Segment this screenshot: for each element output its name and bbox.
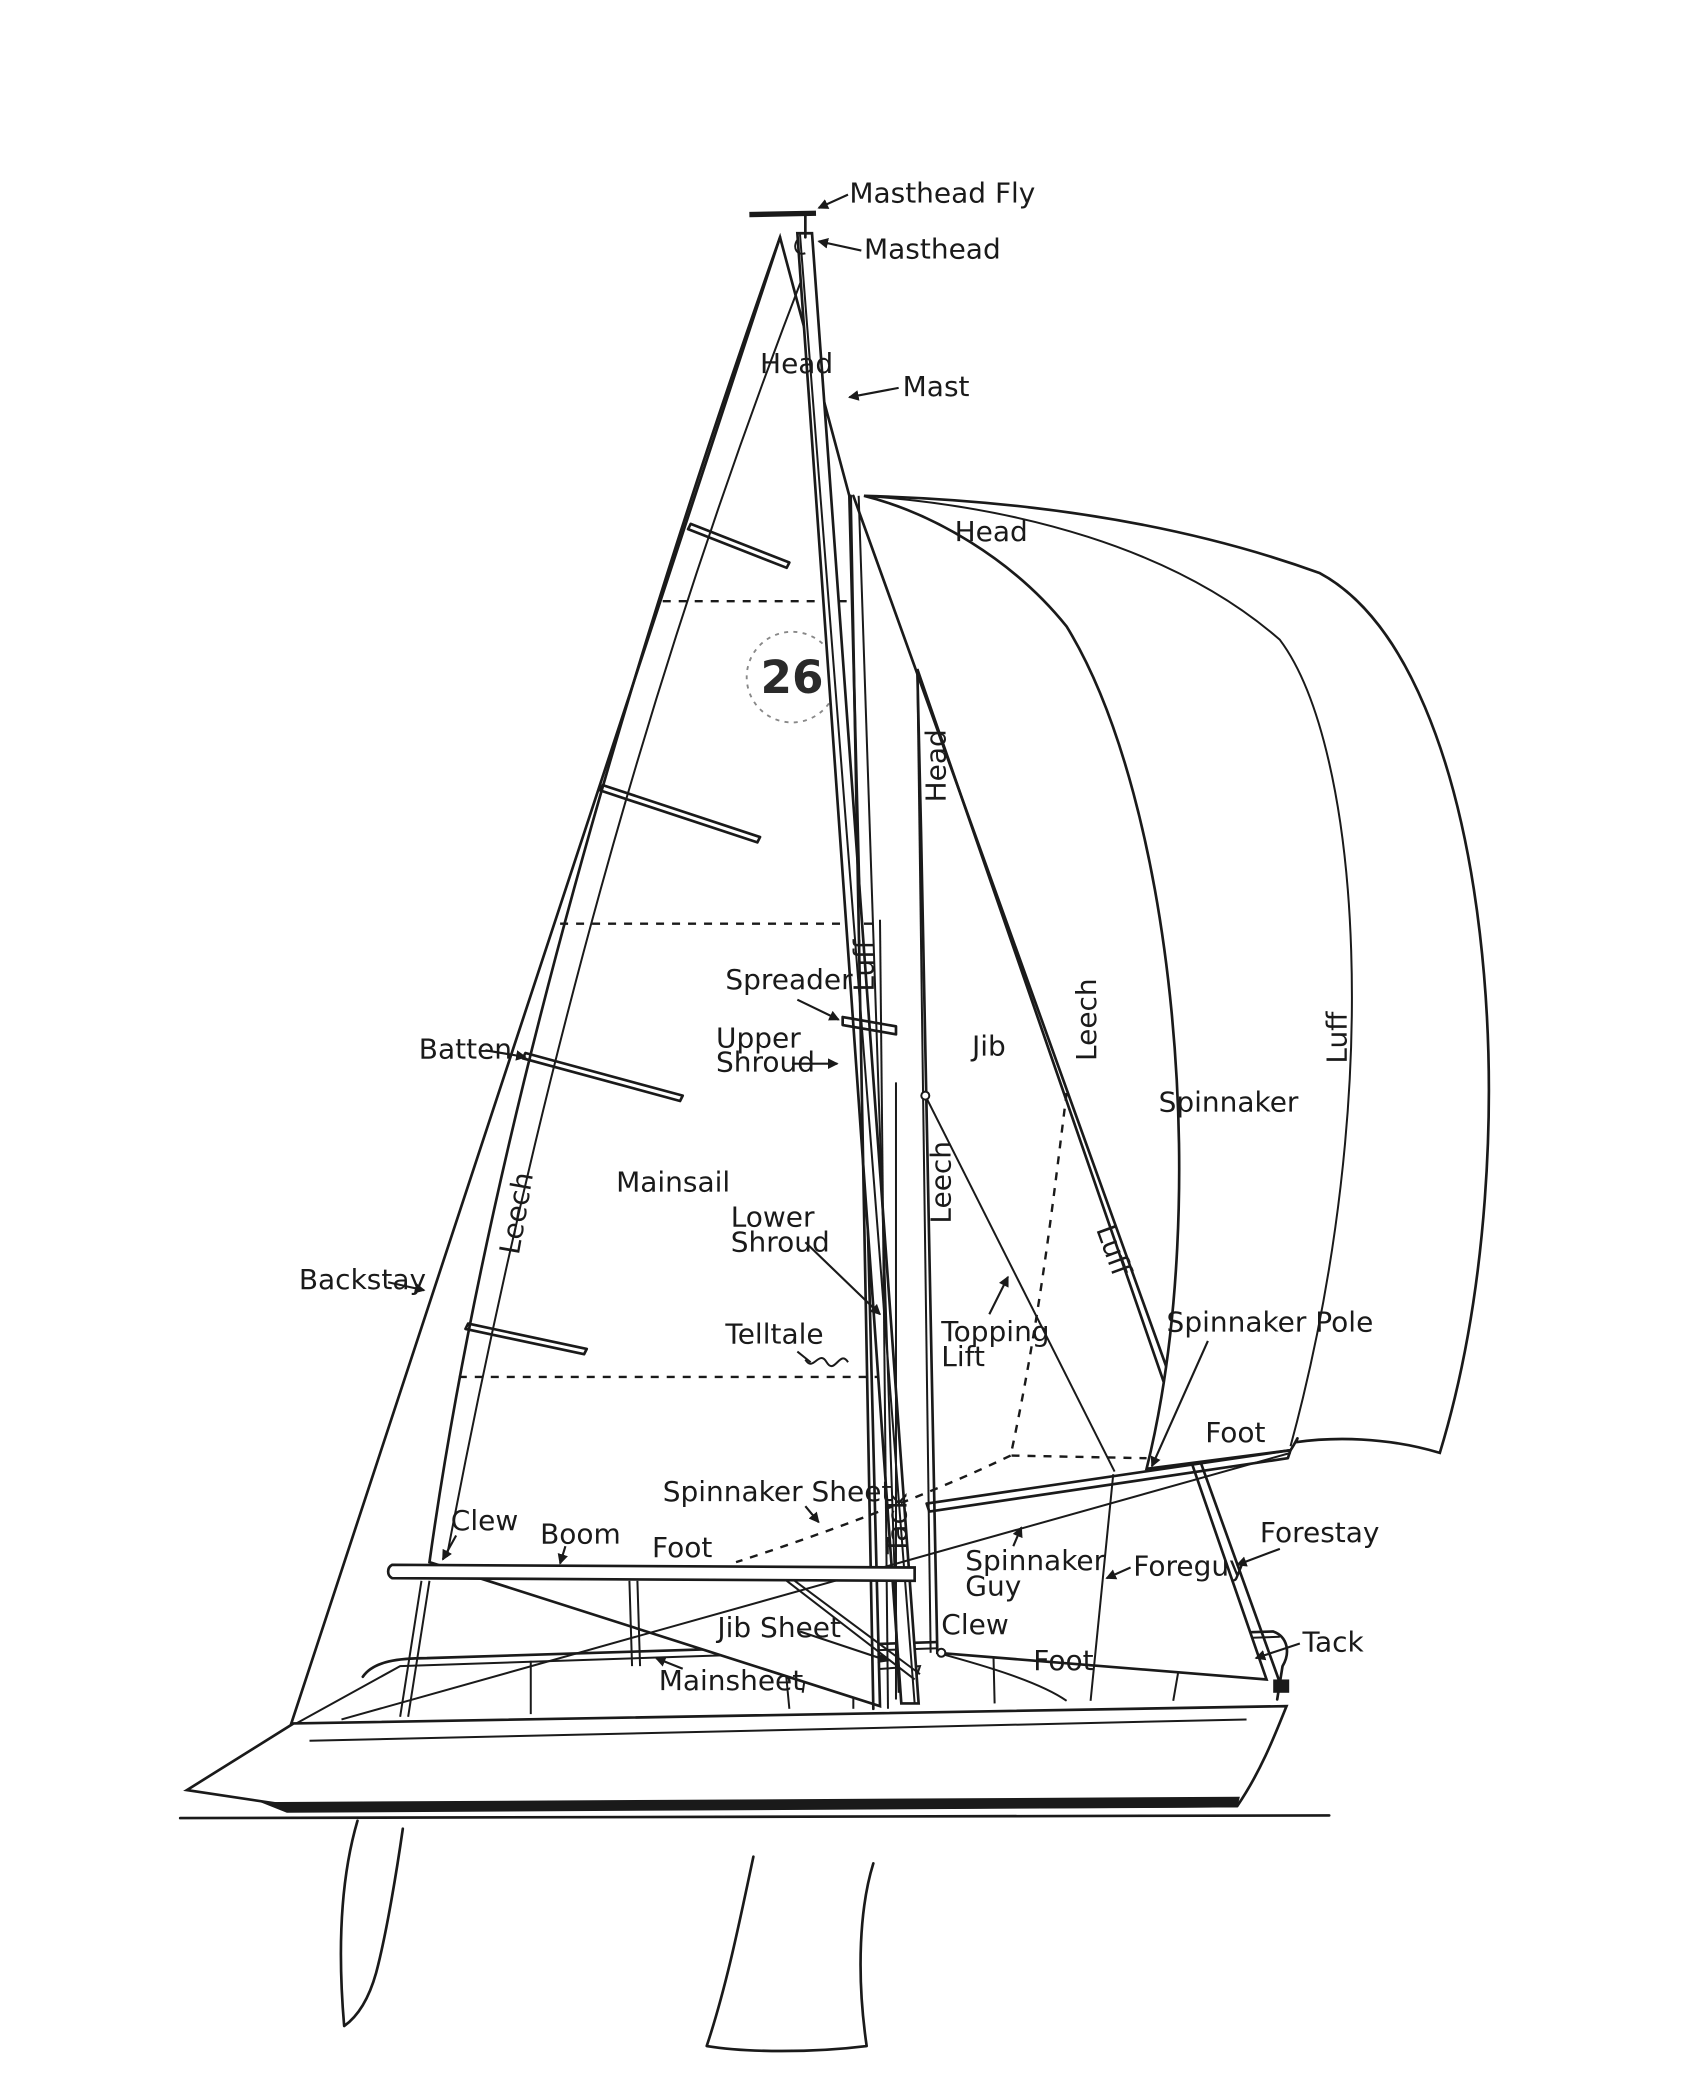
label-masthead: Masthead xyxy=(864,233,1001,266)
tack-fitting xyxy=(1273,1679,1290,1693)
backstay xyxy=(289,235,782,1727)
mainsheet-line xyxy=(628,1580,634,1667)
spinnaker xyxy=(863,494,1491,1471)
sail-number: 26 xyxy=(760,651,823,704)
mainsheet-line xyxy=(636,1580,642,1667)
waterline xyxy=(178,1814,1331,1820)
topping-lift xyxy=(924,1095,1116,1472)
label-backstay: Backstay xyxy=(299,1263,426,1296)
boom xyxy=(386,1563,916,1583)
spinnaker-sheet xyxy=(735,1454,1012,1564)
label-lower-shroud-1: Lower xyxy=(731,1200,815,1233)
telltale-icon xyxy=(804,1357,849,1367)
label-main-foot: Foot xyxy=(652,1531,712,1564)
masthead-sheave xyxy=(794,239,806,255)
label-spin-head: Head xyxy=(955,515,1028,548)
rudder xyxy=(339,1819,405,2028)
label-main-head: Head xyxy=(760,347,833,380)
label-boom: Boom xyxy=(540,1518,621,1551)
label-masthead-fly: Masthead Fly xyxy=(849,177,1035,210)
label-spinnaker: Spinnaker xyxy=(1159,1086,1299,1119)
sheer-stripe xyxy=(309,1718,1247,1742)
jib-luff-line xyxy=(916,669,932,1653)
label-jib-head: Head xyxy=(919,729,952,802)
label-topping-lift-1: Topping xyxy=(940,1315,1049,1348)
label-upper-shroud-1: Upper xyxy=(716,1022,801,1055)
label-spinnaker-guy-1: Spinnaker xyxy=(965,1544,1105,1577)
label-jib-foot: Foot xyxy=(1033,1644,1093,1677)
label-lower-shroud-2: Shroud xyxy=(731,1226,830,1259)
boom-vang xyxy=(794,1580,921,1675)
label-jib-tack: Tack xyxy=(881,1492,914,1555)
telltale-pointer xyxy=(796,1350,812,1364)
label-spinnaker-sheet: Spinnaker Sheet xyxy=(663,1475,893,1508)
topping-lift-block xyxy=(920,1090,931,1101)
label-spinnaker-guy-2: Guy xyxy=(965,1569,1021,1602)
spinnaker-guy xyxy=(341,1451,1291,1721)
label-jib: Jib xyxy=(970,1030,1006,1063)
label-tack: Tack xyxy=(1302,1625,1365,1658)
label-telltale: Telltale xyxy=(724,1318,823,1351)
foreguy xyxy=(1089,1474,1115,1701)
label-mainsail: Mainsail xyxy=(616,1166,730,1199)
label-topping-lift-2: Lift xyxy=(941,1340,985,1373)
jib-clew-ring xyxy=(936,1647,947,1658)
spinnaker-leech-dashed xyxy=(1009,1092,1147,1460)
label-spin-leech: Leech xyxy=(1070,978,1103,1061)
label-jib-clew: Clew xyxy=(941,1608,1008,1641)
label-jib-leech: Leech xyxy=(925,1141,958,1224)
spreader xyxy=(841,1015,898,1036)
label-batten: Batten xyxy=(419,1032,512,1065)
label-mast: Mast xyxy=(903,370,970,403)
mainsheet-line xyxy=(399,1580,423,1717)
boot-stripe xyxy=(260,1796,1240,1813)
label-jib-luff: Luff xyxy=(847,939,880,992)
upper-shroud xyxy=(849,494,875,1711)
boom-vang xyxy=(786,1580,916,1681)
spinnaker-luff-line xyxy=(863,494,1353,1447)
label-spin-luff-right: Luff xyxy=(1321,1011,1354,1064)
label-mainsheet: Mainsheet xyxy=(659,1664,804,1697)
label-forestay: Forestay xyxy=(1260,1516,1380,1549)
label-spreader: Spreader xyxy=(725,963,853,996)
label-spin-foot: Foot xyxy=(1205,1416,1265,1449)
upper-shroud-2 xyxy=(857,495,900,1693)
mainsheet-line xyxy=(407,1580,431,1717)
spinnaker-pole xyxy=(925,1448,1292,1513)
label-upper-shroud-2: Shroud xyxy=(716,1046,815,1079)
label-foreguy: Foreguy xyxy=(1133,1549,1245,1582)
label-spinnaker-pole: Spinnaker Pole xyxy=(1167,1306,1374,1339)
label-main-clew: Clew xyxy=(451,1504,518,1537)
forestay xyxy=(852,494,1284,1692)
jib-sheet xyxy=(937,1651,1068,1702)
keel xyxy=(705,1855,875,2053)
